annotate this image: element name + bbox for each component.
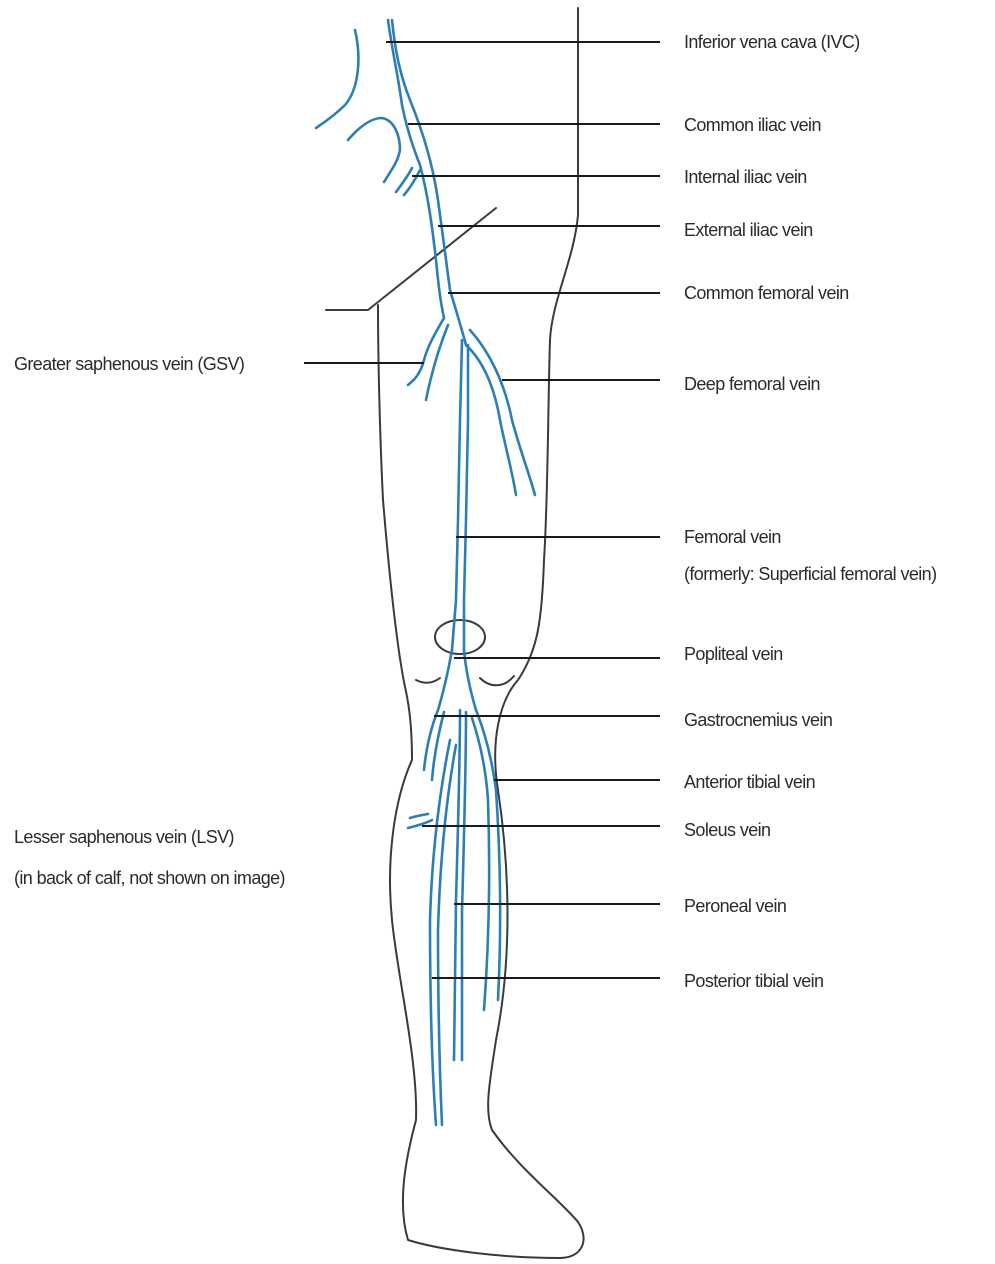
- label-femoral-note: (formerly: Superficial femoral vein): [684, 564, 936, 584]
- label-deep-femoral: Deep femoral vein: [684, 374, 820, 394]
- label-gastrocnemius: Gastrocnemius vein: [684, 710, 832, 730]
- label-soleus: Soleus vein: [684, 820, 770, 840]
- label-lsv-note: (in back of calf, not shown on image): [14, 868, 285, 888]
- label-common-femoral: Common femoral vein: [684, 283, 849, 303]
- label-external-iliac: External iliac vein: [684, 220, 813, 240]
- internal-iliac-branch: [396, 168, 420, 195]
- label-peroneal: Peroneal vein: [684, 896, 786, 916]
- femoral-vein-right: [464, 345, 468, 650]
- label-common-iliac: Common iliac vein: [684, 115, 821, 135]
- peroneal-vein: [454, 710, 466, 1060]
- deep-femoral-vein-inner: [470, 330, 535, 495]
- vein-network: [316, 20, 535, 1125]
- label-anterior-tibial: Anterior tibial vein: [684, 772, 815, 792]
- femoral-vein-left: [452, 340, 462, 650]
- label-femoral: Femoral vein: [684, 527, 781, 547]
- groin-line: [326, 208, 496, 310]
- leg-outline-right: [378, 8, 584, 1258]
- leg-outline: [326, 8, 584, 1258]
- label-gsv: Greater saphenous vein (GSV): [14, 354, 244, 374]
- leader-lines: [304, 42, 660, 978]
- kneecap: [435, 620, 485, 654]
- knee-crease-right: [480, 676, 514, 685]
- knee-crease-left: [416, 678, 440, 683]
- gsv-upper-inner: [426, 325, 448, 400]
- posterior-tibial-vein: [430, 740, 456, 1125]
- label-ivc: Inferior vena cava (IVC): [684, 32, 860, 52]
- label-posterior-tibial: Posterior tibial vein: [684, 971, 823, 991]
- label-popliteal: Popliteal vein: [684, 644, 783, 664]
- label-lsv: Lesser saphenous vein (LSV): [14, 827, 234, 847]
- gastrocnemius-vein: [424, 710, 444, 780]
- deep-femoral-vein: [466, 345, 516, 495]
- common-iliac-branch: [348, 118, 400, 182]
- common-iliac-left-wall: [388, 20, 444, 318]
- ivc-left-branch: [316, 30, 358, 128]
- label-internal-iliac: Internal iliac vein: [684, 167, 807, 187]
